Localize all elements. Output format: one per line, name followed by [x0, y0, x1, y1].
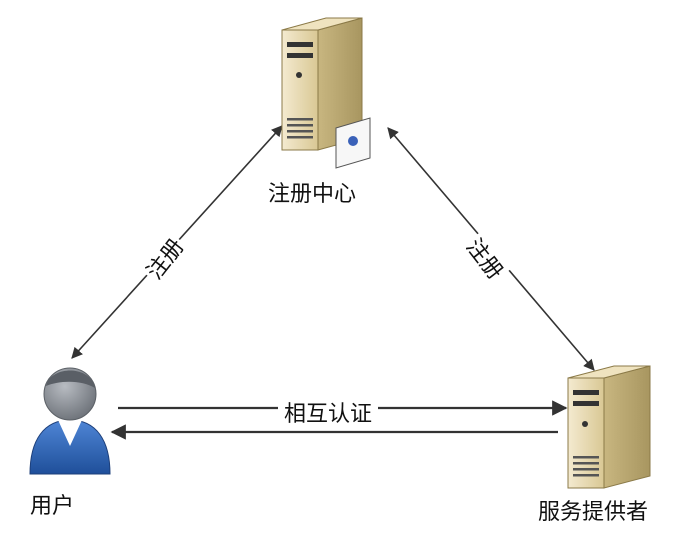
provider-label: 服务提供者 [538, 500, 649, 525]
mutual-auth-label: 相互认证 [278, 396, 379, 428]
registry-badge-icon [335, 117, 371, 169]
user-label: 用户 [30, 494, 75, 519]
provider-server-icon [567, 365, 651, 489]
registry-server-icon [281, 17, 371, 169]
registry-label: 注册中心 [268, 182, 357, 207]
user-icon [29, 367, 111, 475]
